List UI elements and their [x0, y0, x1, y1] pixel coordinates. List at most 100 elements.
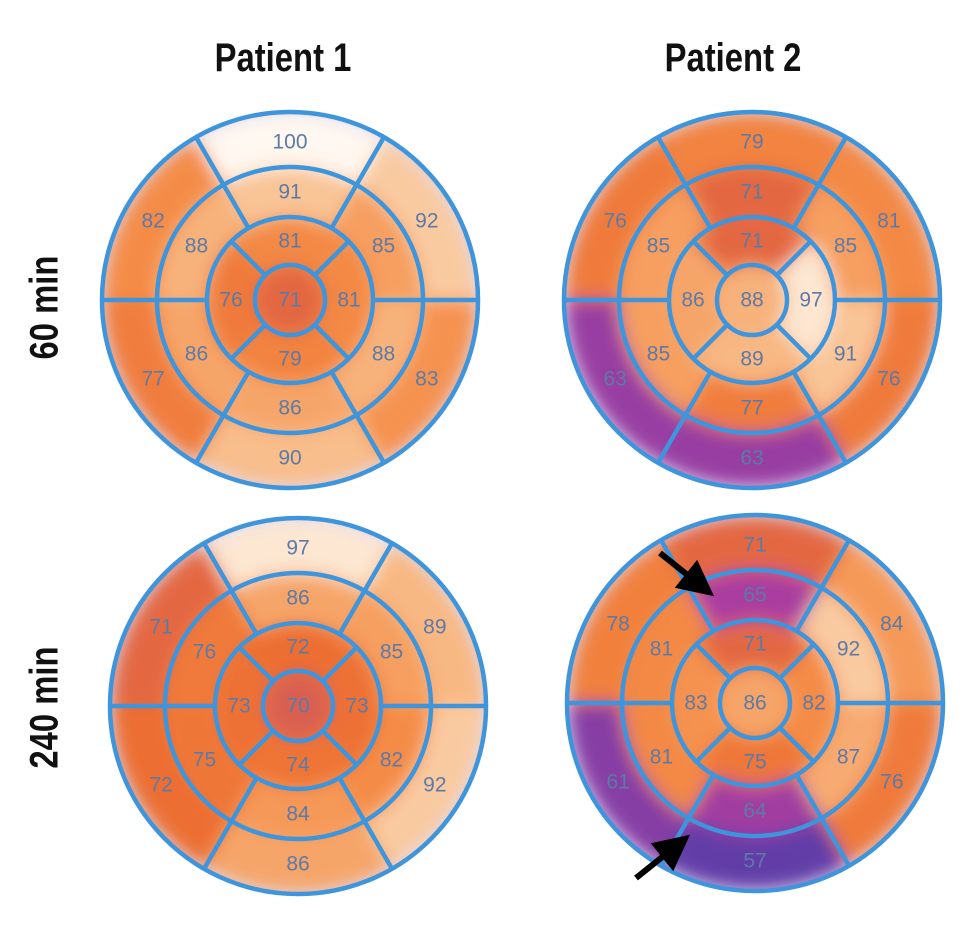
segment-divider — [313, 323, 351, 361]
basal-segment-value: 77 — [141, 368, 164, 391]
mid-segment-value: 92 — [837, 638, 860, 661]
basal-segment-fill — [204, 821, 392, 894]
segment-divider — [337, 776, 394, 870]
basal-segment-fill — [102, 137, 224, 300]
mid-segment-value: 82 — [380, 749, 403, 772]
mid-segment-value: 77 — [740, 397, 763, 420]
basal-segment-value: 81 — [877, 210, 900, 233]
mid-segment-fill — [796, 587, 888, 703]
segment-divider — [775, 323, 813, 361]
apical-segment-value: 72 — [286, 636, 309, 659]
apical-segment-fill — [239, 623, 357, 682]
basal-segment-value: 71 — [743, 534, 766, 557]
column-title-patient-2: Patient 2 — [664, 36, 802, 80]
apical-segment-value: 76 — [219, 289, 242, 312]
apex-fill — [263, 671, 333, 741]
mid-segment-value: 85 — [647, 343, 670, 366]
mid-segment-fill — [164, 590, 257, 706]
basal-segment-value: 76 — [877, 368, 900, 391]
segment-divider — [194, 370, 251, 464]
apical-segment-fill — [693, 324, 811, 383]
basal-segment-value: 61 — [606, 771, 629, 794]
mid-segment-fill — [339, 590, 431, 706]
basal-segment-value: 100 — [272, 131, 307, 154]
basal-segment-fill — [102, 300, 224, 463]
basal-segment-value: 82 — [141, 210, 164, 233]
segment-divider — [778, 726, 816, 764]
apical-segment-value: 81 — [278, 230, 301, 253]
apical-segment-fill — [314, 241, 373, 359]
basal-segment-value: 84 — [880, 613, 904, 636]
apical-segment-value: 71 — [740, 230, 763, 253]
basal-segment-fill — [196, 415, 384, 488]
apical-segment-fill — [696, 620, 814, 679]
basal-segment-fill — [356, 300, 478, 463]
mid-segment-fill — [793, 184, 885, 300]
apical-segment-fill — [693, 217, 811, 276]
mid-segment-value: 75 — [193, 749, 216, 772]
basal-segment-fill — [356, 137, 478, 300]
basal-segment-value: 83 — [415, 368, 438, 391]
mid-segment-value: 85 — [372, 235, 395, 258]
ring-divider — [252, 262, 328, 338]
mid-segment-fill — [796, 703, 888, 819]
basal-segment-fill — [821, 540, 943, 703]
mid-segment-fill — [165, 706, 257, 822]
mid-segment-value: 91 — [278, 181, 301, 204]
mid-segment-value: 81 — [650, 746, 673, 769]
basal-segment-value: 89 — [423, 616, 446, 639]
mid-segment-value: 88 — [372, 343, 395, 366]
apical-segment-fill — [231, 324, 349, 383]
segment-divider — [194, 136, 251, 230]
basal-segment-fill — [818, 137, 940, 300]
segment-divider — [791, 136, 848, 230]
apical-segment-fill — [672, 644, 731, 762]
segment-divider — [313, 239, 351, 277]
apical-segment-fill — [322, 647, 381, 765]
segment-divider — [691, 239, 729, 277]
segment-divider — [656, 136, 713, 230]
segment-divider — [329, 370, 386, 464]
segment-divider — [321, 645, 359, 683]
segment-divider — [229, 323, 267, 361]
mid-segment-value: 84 — [286, 803, 310, 826]
basal-segment-fill — [564, 300, 686, 463]
basal-segment-fill — [110, 706, 232, 869]
apical-segment-fill — [696, 727, 814, 786]
basal-segment-fill — [658, 112, 846, 185]
mid-segment-value: 91 — [834, 343, 857, 366]
basal-segment-value: 71 — [149, 616, 172, 639]
apical-segment-fill — [776, 241, 835, 359]
basal-segment-value: 76 — [880, 771, 903, 794]
basal-segment-value: 97 — [286, 537, 309, 560]
mid-segment-fill — [619, 184, 711, 300]
segment-divider — [694, 726, 732, 764]
basal-segment-value: 90 — [278, 447, 301, 470]
segment-divider — [791, 370, 848, 464]
basal-segment-fill — [204, 518, 392, 591]
basal-segment-value: 79 — [740, 131, 763, 154]
mid-segment-fill — [223, 167, 357, 229]
mid-segment-fill — [339, 706, 431, 822]
apical-segment-value: 74 — [286, 754, 310, 777]
apex-fill — [255, 265, 325, 335]
mid-segment-value: 86 — [185, 343, 208, 366]
mid-segment-fill — [793, 300, 885, 416]
basal-segment-value: 86 — [286, 853, 309, 876]
segment-divider — [775, 239, 813, 277]
basal-segment-fill — [821, 703, 943, 866]
segment-divider — [202, 542, 259, 636]
segment-divider — [237, 645, 275, 683]
apical-segment-value: 73 — [345, 695, 368, 718]
mid-segment-value: 81 — [650, 638, 673, 661]
mid-segment-value: 64 — [743, 800, 767, 823]
mid-segment-fill — [156, 184, 249, 300]
mid-segment-value: 85 — [834, 235, 857, 258]
segment-divider — [337, 542, 394, 636]
mid-segment-value: 85 — [647, 235, 670, 258]
ring-divider — [714, 262, 790, 338]
basal-segment-fill — [567, 703, 689, 866]
ring-divider — [260, 668, 336, 744]
segment-divider — [202, 776, 259, 870]
